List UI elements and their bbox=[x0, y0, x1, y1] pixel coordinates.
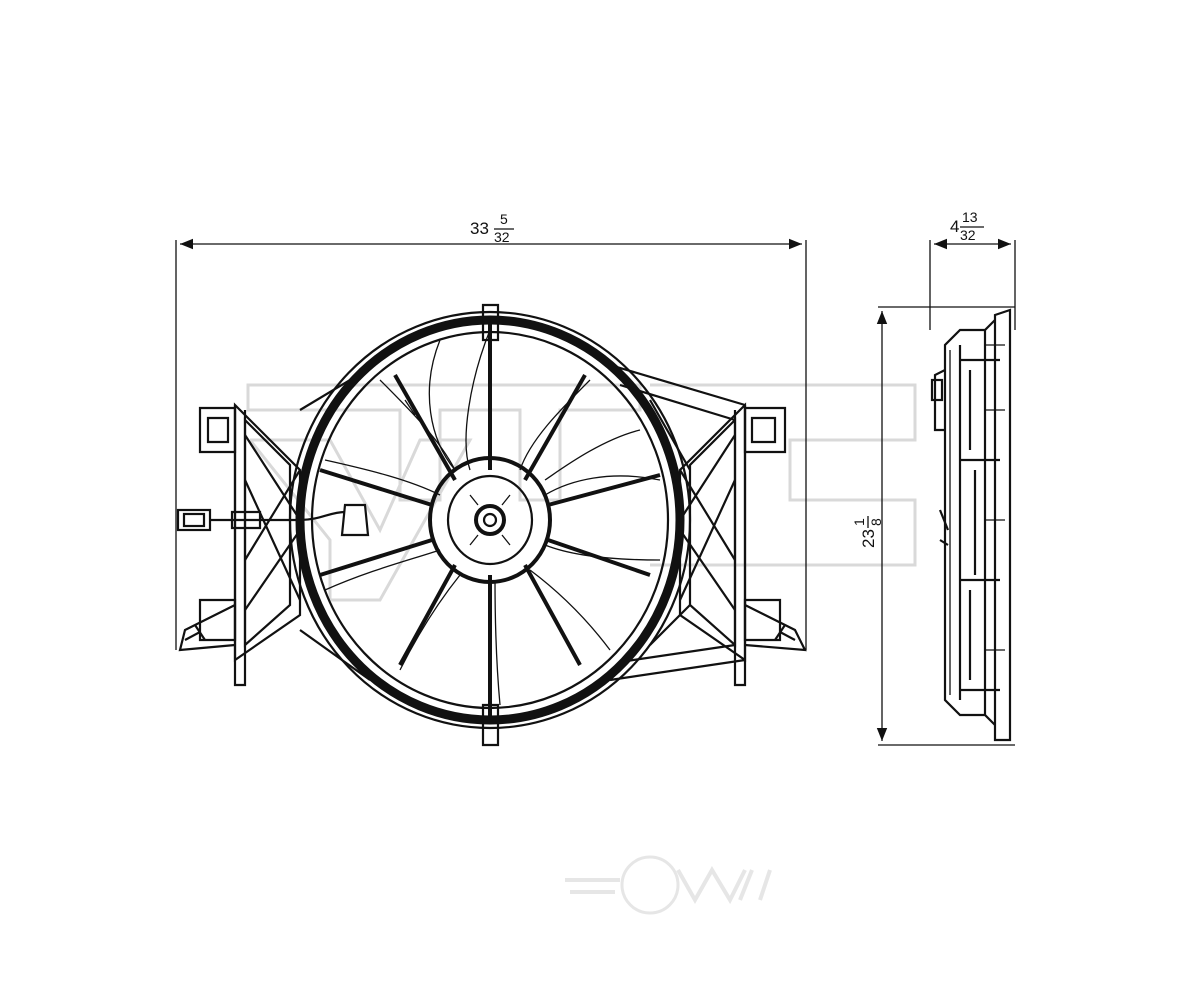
height-numerator: 1 bbox=[851, 518, 867, 526]
width-denominator: 32 bbox=[494, 229, 510, 245]
depth-whole: 4 bbox=[950, 217, 959, 236]
side-view bbox=[930, 308, 1012, 742]
height-dimension: 23 1 8 bbox=[851, 306, 1015, 746]
width-dimension: 33 5 32 bbox=[175, 211, 807, 650]
electrical-connector bbox=[176, 508, 346, 532]
depth-dimension: 4 13 32 bbox=[929, 209, 1016, 330]
brand-watermark bbox=[246, 383, 917, 915]
width-numerator: 5 bbox=[500, 211, 508, 227]
height-denominator: 8 bbox=[868, 518, 884, 526]
depth-numerator: 13 bbox=[962, 209, 978, 225]
motor-spokes bbox=[319, 320, 661, 720]
depth-denominator: 32 bbox=[960, 227, 976, 243]
width-whole: 33 bbox=[470, 219, 489, 238]
shroud-frame bbox=[178, 303, 807, 747]
height-whole: 23 bbox=[859, 529, 878, 548]
motor-hub bbox=[340, 399, 552, 584]
